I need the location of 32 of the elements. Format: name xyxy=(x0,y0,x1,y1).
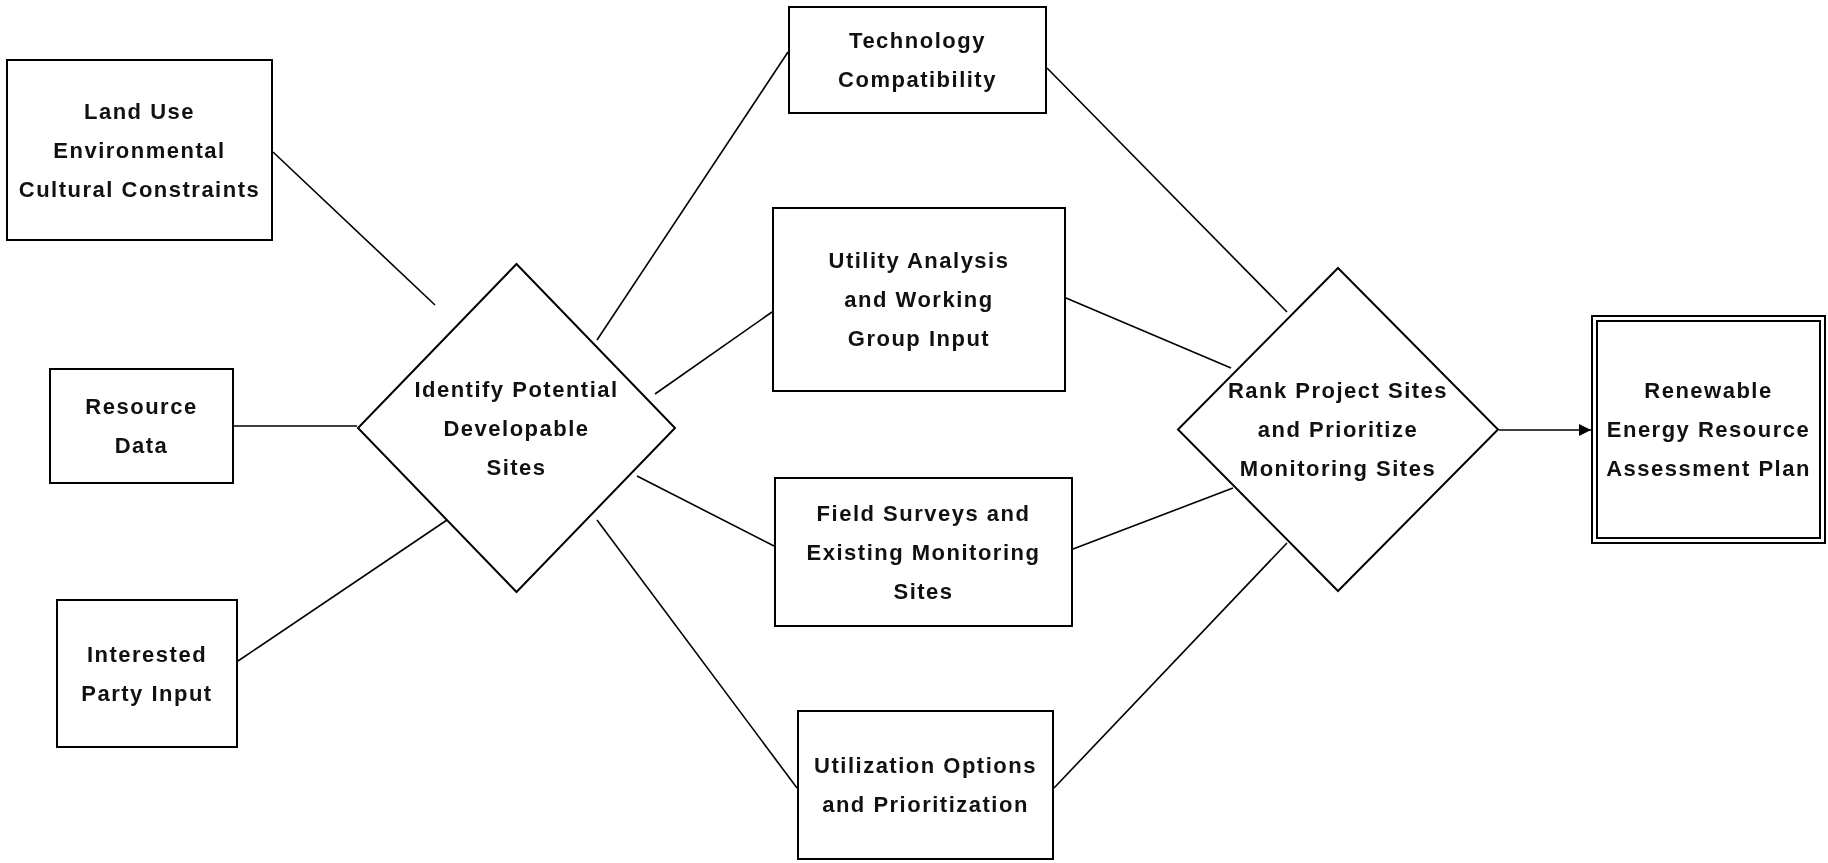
connector-line xyxy=(596,519,798,789)
connector-line xyxy=(272,151,436,306)
process-box xyxy=(49,368,234,484)
process-box xyxy=(772,207,1066,392)
node-label: Identify Potential Developable Sites xyxy=(413,375,620,482)
connector-line xyxy=(1053,542,1288,789)
connector-line xyxy=(233,425,358,427)
connector-line xyxy=(596,51,789,341)
node-label: Resource Data xyxy=(84,393,199,460)
node-label: Technology Compatibility xyxy=(837,27,998,94)
node-label: Rank Project Sites and Prioritize Monitoring Sites xyxy=(1226,377,1450,483)
process-box xyxy=(56,599,238,748)
connector-line xyxy=(1065,297,1232,369)
process-box xyxy=(1591,315,1826,544)
process-box xyxy=(797,710,1054,860)
connector-line xyxy=(1046,67,1288,313)
arrow xyxy=(1498,424,1592,436)
process-box xyxy=(788,6,1047,114)
connector-line xyxy=(237,519,448,662)
node-label: Utilization Options and Prioritization xyxy=(813,752,1038,819)
decision-diamond xyxy=(357,263,676,593)
process-box xyxy=(6,59,273,241)
node-label: Interested Party Input xyxy=(80,640,214,708)
node-label: Land Use Environmental Cultural Constraints xyxy=(17,97,262,204)
connector-line xyxy=(636,475,775,547)
connector-line xyxy=(1072,487,1234,550)
process-box xyxy=(774,477,1073,627)
node-label: Utility Analysis and Working Group Input xyxy=(827,247,1011,353)
decision-diamond xyxy=(1177,267,1499,592)
node-label: Field Surveys and Existing Monitoring Sites xyxy=(805,499,1042,606)
node-label: Renewable Energy Resource Assessment Plan xyxy=(1605,377,1812,483)
connector-line xyxy=(654,311,773,395)
